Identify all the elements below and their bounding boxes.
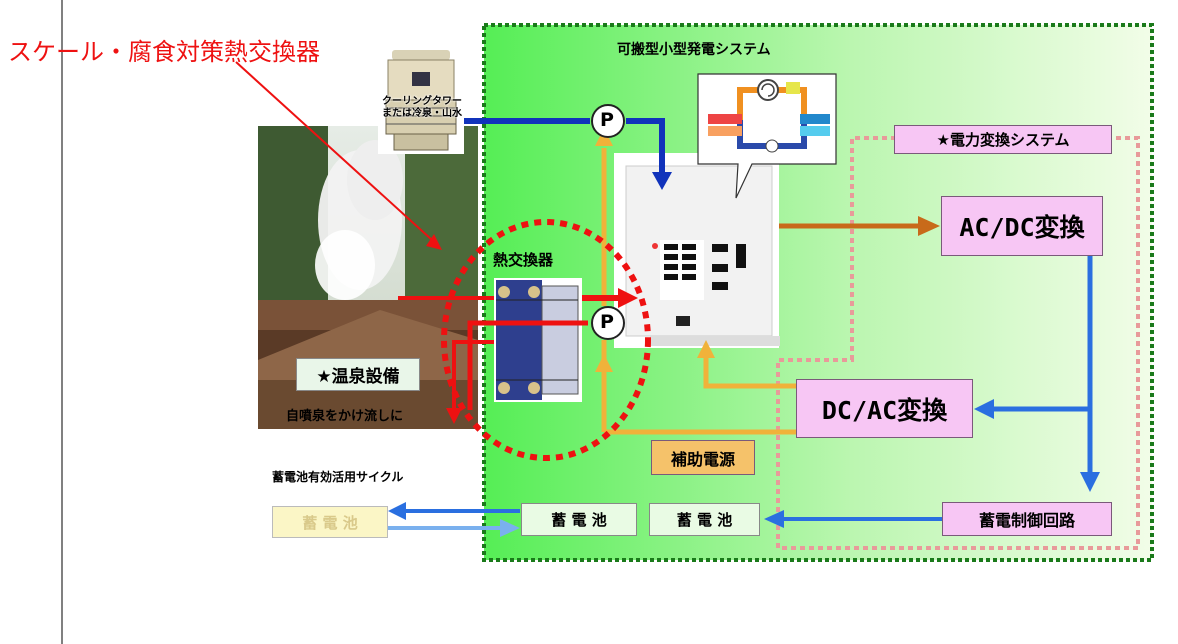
hot-water-return — [467, 320, 588, 410]
cooling-tower-caption: クーリングタワー または冷泉・山水 — [382, 96, 462, 120]
blue-arrowhead-dcac — [974, 399, 994, 419]
battery-cycle-arrowhead-right — [500, 519, 520, 537]
blue-arrowhead-charge — [1080, 472, 1100, 492]
cooling-tower-line2: または冷泉・山水 — [382, 108, 462, 119]
battery-external: 蓄 電 池 — [272, 506, 388, 538]
cooling-tower-image — [378, 46, 464, 154]
scale-corrosion-title: スケール・腐食対策熱交換器 — [8, 38, 320, 66]
hot-water-return-2 — [452, 340, 494, 410]
hot-spring-caption: 自噴泉をかけ流しに — [286, 409, 404, 424]
battery-internal-1: 蓄 電 池 — [521, 503, 637, 536]
dc-ac-converter: DC/AC変換 — [796, 379, 973, 438]
pump-label-top: P — [600, 109, 614, 131]
annotation-arrowhead — [426, 234, 442, 250]
hot-spring-photo — [258, 126, 478, 429]
system-title: 可搬型小型発電システム — [617, 42, 771, 58]
generator-unit-image — [614, 142, 780, 348]
blue-arrowhead-battery — [764, 510, 784, 528]
heat-exchanger-highlight-circle — [441, 219, 651, 461]
aux-to-generator — [703, 356, 796, 389]
aux-power-box: 補助電源 — [651, 440, 755, 475]
annotation-pointer-arrow — [235, 61, 433, 241]
power-conversion-region — [776, 136, 1140, 550]
pump-top — [591, 104, 625, 138]
orange-arrowhead-up-2 — [595, 354, 613, 372]
heat-exchanger-label: 熱交換器 — [493, 251, 554, 269]
cooling-water-arrowhead — [652, 172, 672, 190]
red-arrowhead-gen — [618, 288, 638, 308]
pump-label-bottom: P — [600, 311, 614, 333]
orange-arrowhead-gen — [697, 340, 715, 358]
brown-arrowhead — [918, 216, 940, 236]
hot-spring-facility-label: ★温泉設備 — [296, 358, 420, 391]
cooling-tower-line1: クーリングタワー — [382, 96, 462, 107]
charge-control-circuit: 蓄電制御回路 — [942, 502, 1112, 536]
red-arrowhead-down — [446, 408, 462, 424]
cooling-water-flow-arrow-2 — [626, 118, 665, 174]
ac-dc-converter: AC/DC変換 — [941, 196, 1103, 256]
power-conversion-title: ★電力変換システム — [894, 125, 1112, 154]
pump-bottom — [591, 306, 625, 340]
plate-heat-exchanger-image — [494, 278, 582, 402]
battery-cycle-arrowhead-left — [388, 502, 406, 520]
rankine-cycle-icon — [697, 73, 837, 199]
battery-internal-2: 蓄 電 池 — [649, 503, 760, 536]
battery-cycle-caption: 蓄電池有効活用サイクル — [272, 470, 404, 484]
